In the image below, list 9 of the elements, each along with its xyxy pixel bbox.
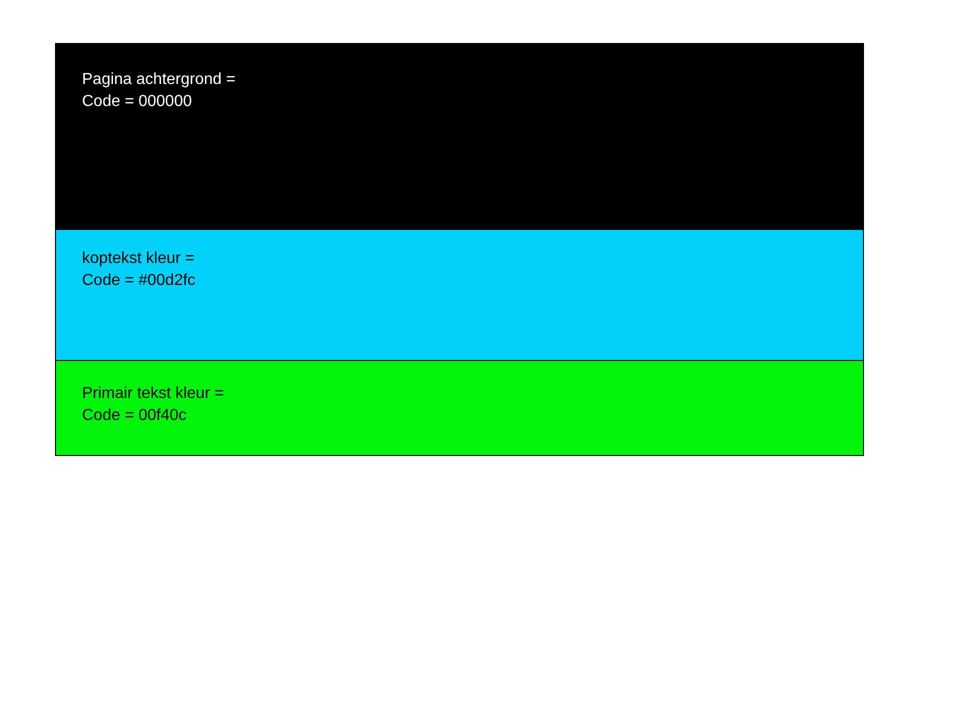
color-band	[55, 360, 864, 456]
band-text: Code = #00d2fc	[82, 271, 196, 291]
band-text: Pagina achtergrond =	[82, 70, 236, 90]
color-band	[55, 43, 864, 230]
band-text: koptekst kleur =	[82, 249, 194, 269]
band-text: Primair tekst kleur =	[82, 384, 224, 404]
color-band	[55, 229, 864, 361]
band-text: Code = 00f40c	[82, 406, 187, 426]
band-text: Code = 000000	[82, 92, 192, 112]
